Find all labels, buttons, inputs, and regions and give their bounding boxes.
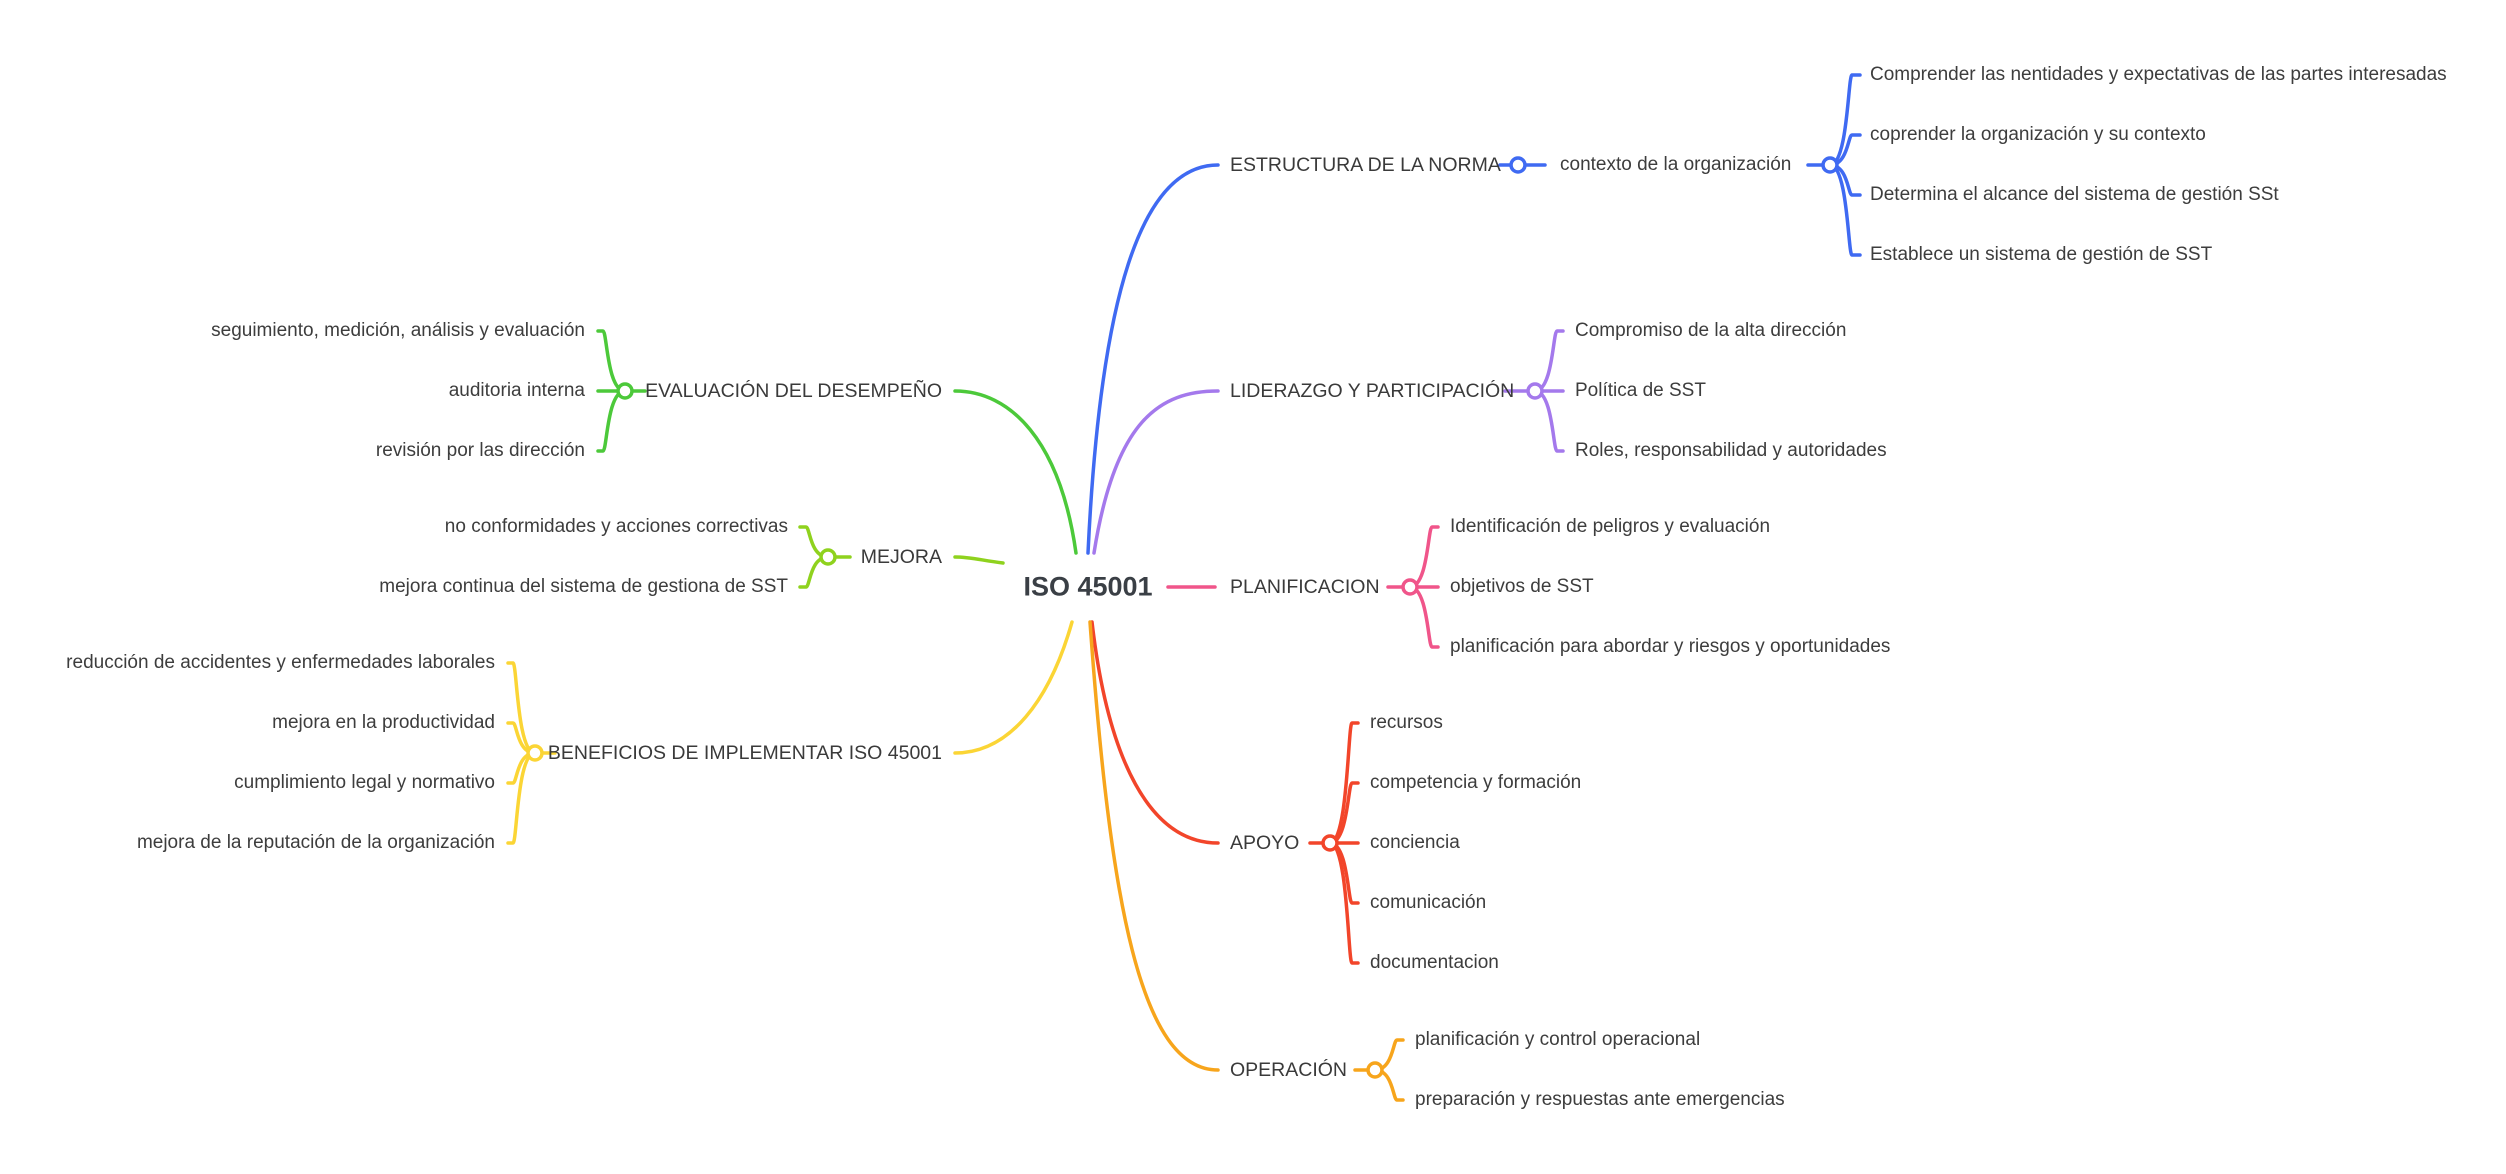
connector-mejora-leaf-1 [798, 555, 830, 589]
sub-contexto[interactable]: contexto de la organización [1560, 154, 1792, 175]
connector-planificacion-leaf-0 [1408, 525, 1440, 589]
leaf-liderazgo-0[interactable]: Compromiso de la alta dirección [1575, 320, 1847, 341]
leaf-planificacion-2[interactable]: planificación para abordar y riesgos y o… [1450, 636, 1891, 657]
leaf-mejora-1[interactable]: mejora continua del sistema de gestiona … [379, 576, 788, 597]
connector-beneficios [953, 620, 1074, 755]
leaf-liderazgo-2[interactable]: Roles, responsabilidad y autoridades [1575, 440, 1887, 461]
branch-apoyo[interactable]: APOYO [1230, 832, 1300, 854]
leaf-liderazgo-1[interactable]: Política de SST [1575, 380, 1706, 401]
branch-evaluacion[interactable]: EVALUACIÓN DEL DESEMPEÑO [645, 380, 942, 402]
connector-estructura [1086, 163, 1220, 555]
connector-evaluacion [953, 389, 1078, 555]
connector-liderazgo-leaf-2 [1533, 389, 1565, 453]
leaf-beneficios-1[interactable]: mejora en la productividad [272, 712, 495, 733]
connector-beneficios-leaf-1 [506, 721, 537, 755]
connector-estructura-leaf-2 [1828, 163, 1862, 197]
leaf-apoyo-4[interactable]: documentacion [1370, 952, 1499, 973]
branch-operacion[interactable]: OPERACIÓN [1230, 1059, 1348, 1081]
connector-apoyo-leaf-1 [1328, 781, 1360, 845]
node-contexto[interactable] [1821, 156, 1839, 174]
root-topic[interactable]: ISO 45001 [1023, 571, 1153, 602]
leaf-estructura-3[interactable]: Establece un sistema de gestión de SST [1870, 244, 2213, 265]
leaf-evaluacion-1[interactable]: auditoria interna [448, 380, 585, 401]
leaf-operacion-0[interactable]: planificación y control operacional [1415, 1029, 1701, 1050]
node-beneficios[interactable] [526, 744, 544, 762]
leaf-apoyo-1[interactable]: competencia y formación [1370, 772, 1582, 793]
node-estructura[interactable] [1509, 156, 1527, 174]
connector-evaluacion-leaf-2 [596, 389, 627, 453]
connector-apoyo-leaf-4 [1328, 841, 1360, 965]
connector-planificacion-leaf-2 [1408, 585, 1440, 649]
node-operacion[interactable] [1366, 1061, 1384, 1079]
leaf-estructura-1[interactable]: coprender la organización y su contexto [1870, 124, 2206, 145]
branch-estructura[interactable]: ESTRUCTURA DE LA NORMA [1230, 154, 1501, 176]
leaf-apoyo-0[interactable]: recursos [1370, 712, 1443, 733]
leaf-apoyo-2[interactable]: conciencia [1370, 832, 1460, 853]
leaf-estructura-2[interactable]: Determina el alcance del sistema de gest… [1870, 184, 2279, 205]
leaf-apoyo-3[interactable]: comunicación [1370, 892, 1487, 913]
leaf-estructura-0[interactable]: Comprender las nentidades y expectativas… [1870, 64, 2447, 85]
node-evaluacion[interactable] [616, 382, 634, 400]
connector-operacion-leaf-0 [1373, 1038, 1405, 1072]
connector-mejora-leaf-0 [798, 525, 830, 559]
connector-apoyo [1090, 620, 1220, 845]
connector-liderazgo [1092, 389, 1220, 555]
connector-estructura-leaf-1 [1828, 133, 1862, 167]
node-apoyo[interactable] [1321, 834, 1339, 852]
connector-estructura-leaf-3 [1828, 163, 1862, 257]
branch-mejora[interactable]: MEJORA [860, 546, 942, 568]
connector-estructura-leaf-0 [1828, 73, 1862, 167]
branch-planificacion[interactable]: PLANIFICACION [1230, 576, 1380, 598]
branch-liderazgo[interactable]: LIDERAZGO Y PARTICIPACIÓN [1230, 380, 1515, 402]
leaf-beneficios-2[interactable]: cumplimiento legal y normativo [234, 772, 495, 793]
connector-apoyo-leaf-0 [1328, 721, 1360, 845]
leaf-evaluacion-2[interactable]: revisión por las dirección [375, 440, 585, 461]
connector-operacion-leaf-1 [1373, 1068, 1405, 1102]
connector-apoyo-leaf-3 [1328, 841, 1360, 905]
connector-operacion [1088, 620, 1220, 1072]
connector-mejora [953, 555, 1005, 565]
leaf-evaluacion-0[interactable]: seguimiento, medición, análisis y evalua… [211, 320, 585, 341]
leaf-beneficios-3[interactable]: mejora de la reputación de la organizaci… [136, 832, 495, 853]
branch-beneficios[interactable]: BENEFICIOS DE IMPLEMENTAR ISO 45001 [547, 742, 942, 764]
leaf-beneficios-0[interactable]: reducción de accidentes y enfermedades l… [66, 652, 495, 673]
node-planificacion[interactable] [1401, 578, 1419, 596]
node-mejora[interactable] [819, 548, 837, 566]
connector-beneficios-leaf-2 [506, 751, 537, 785]
connector-evaluacion-leaf-0 [596, 329, 627, 393]
connector-beneficios-leaf-0 [506, 661, 537, 755]
leaf-mejora-0[interactable]: no conformidades y acciones correctivas [444, 516, 788, 537]
leaf-planificacion-0[interactable]: Identificación de peligros y evaluación [1450, 516, 1771, 537]
connector-liderazgo-leaf-0 [1533, 329, 1565, 393]
node-liderazgo[interactable] [1526, 382, 1544, 400]
connector-beneficios-leaf-3 [506, 751, 537, 845]
leaf-operacion-1[interactable]: preparación y respuestas ante emergencia… [1415, 1089, 1785, 1110]
leaf-planificacion-1[interactable]: objetivos de SST [1450, 576, 1594, 597]
